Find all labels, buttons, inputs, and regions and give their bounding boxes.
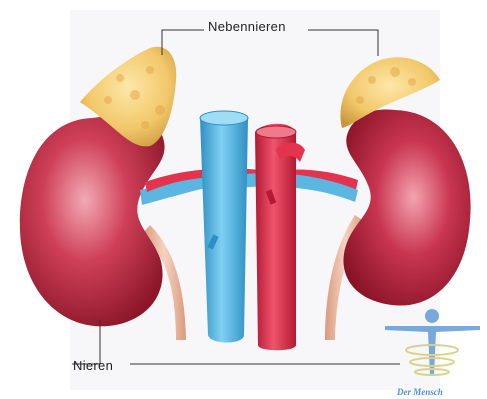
kidneys-label: Nieren (73, 358, 113, 373)
adrenal-glands-label: Nebennieren (208, 19, 286, 34)
aorta (255, 124, 296, 351)
aorta-opening (256, 126, 296, 138)
watermark-text: Der Mensch (397, 387, 443, 397)
inferior-vena-cava (200, 112, 248, 343)
vena-cava-opening (200, 111, 248, 125)
